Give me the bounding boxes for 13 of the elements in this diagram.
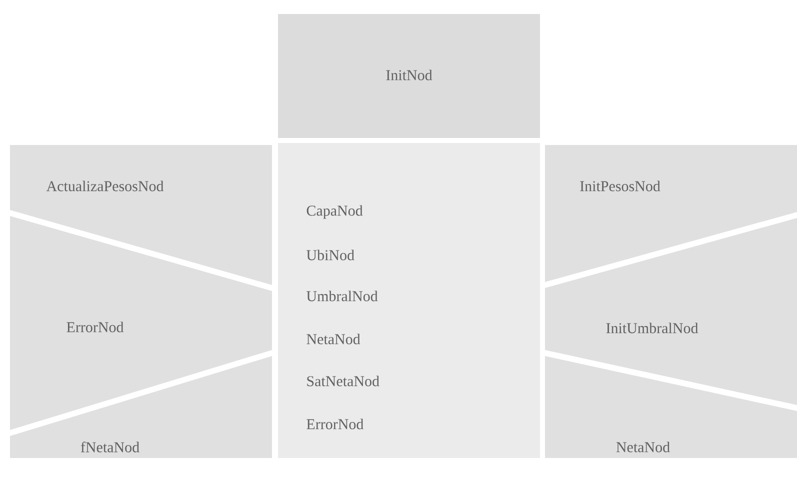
node-label: ErrorNod <box>66 322 124 332</box>
list-panel: CapaNod UbiNod UmbralNod NetaNod SatNetaNod ErrorNod <box>278 143 540 458</box>
node-label: NetaNod <box>616 442 670 452</box>
panel-region: NetaNod <box>545 356 797 458</box>
panel-region: InitNod <box>278 14 540 138</box>
node-label: InitPesosNod <box>580 180 660 192</box>
panel-region: InitUmbralNod <box>545 218 797 405</box>
panel-region: InitPesosNod <box>545 145 797 282</box>
node-label: fNetaNod <box>80 442 140 452</box>
node-label: InitUmbralNod <box>606 322 698 334</box>
node-label: ActualizaPesosNod <box>46 180 164 192</box>
panel-region: ActualizaPesosNod <box>10 145 272 285</box>
panel-region: fNetaNod <box>10 356 272 458</box>
